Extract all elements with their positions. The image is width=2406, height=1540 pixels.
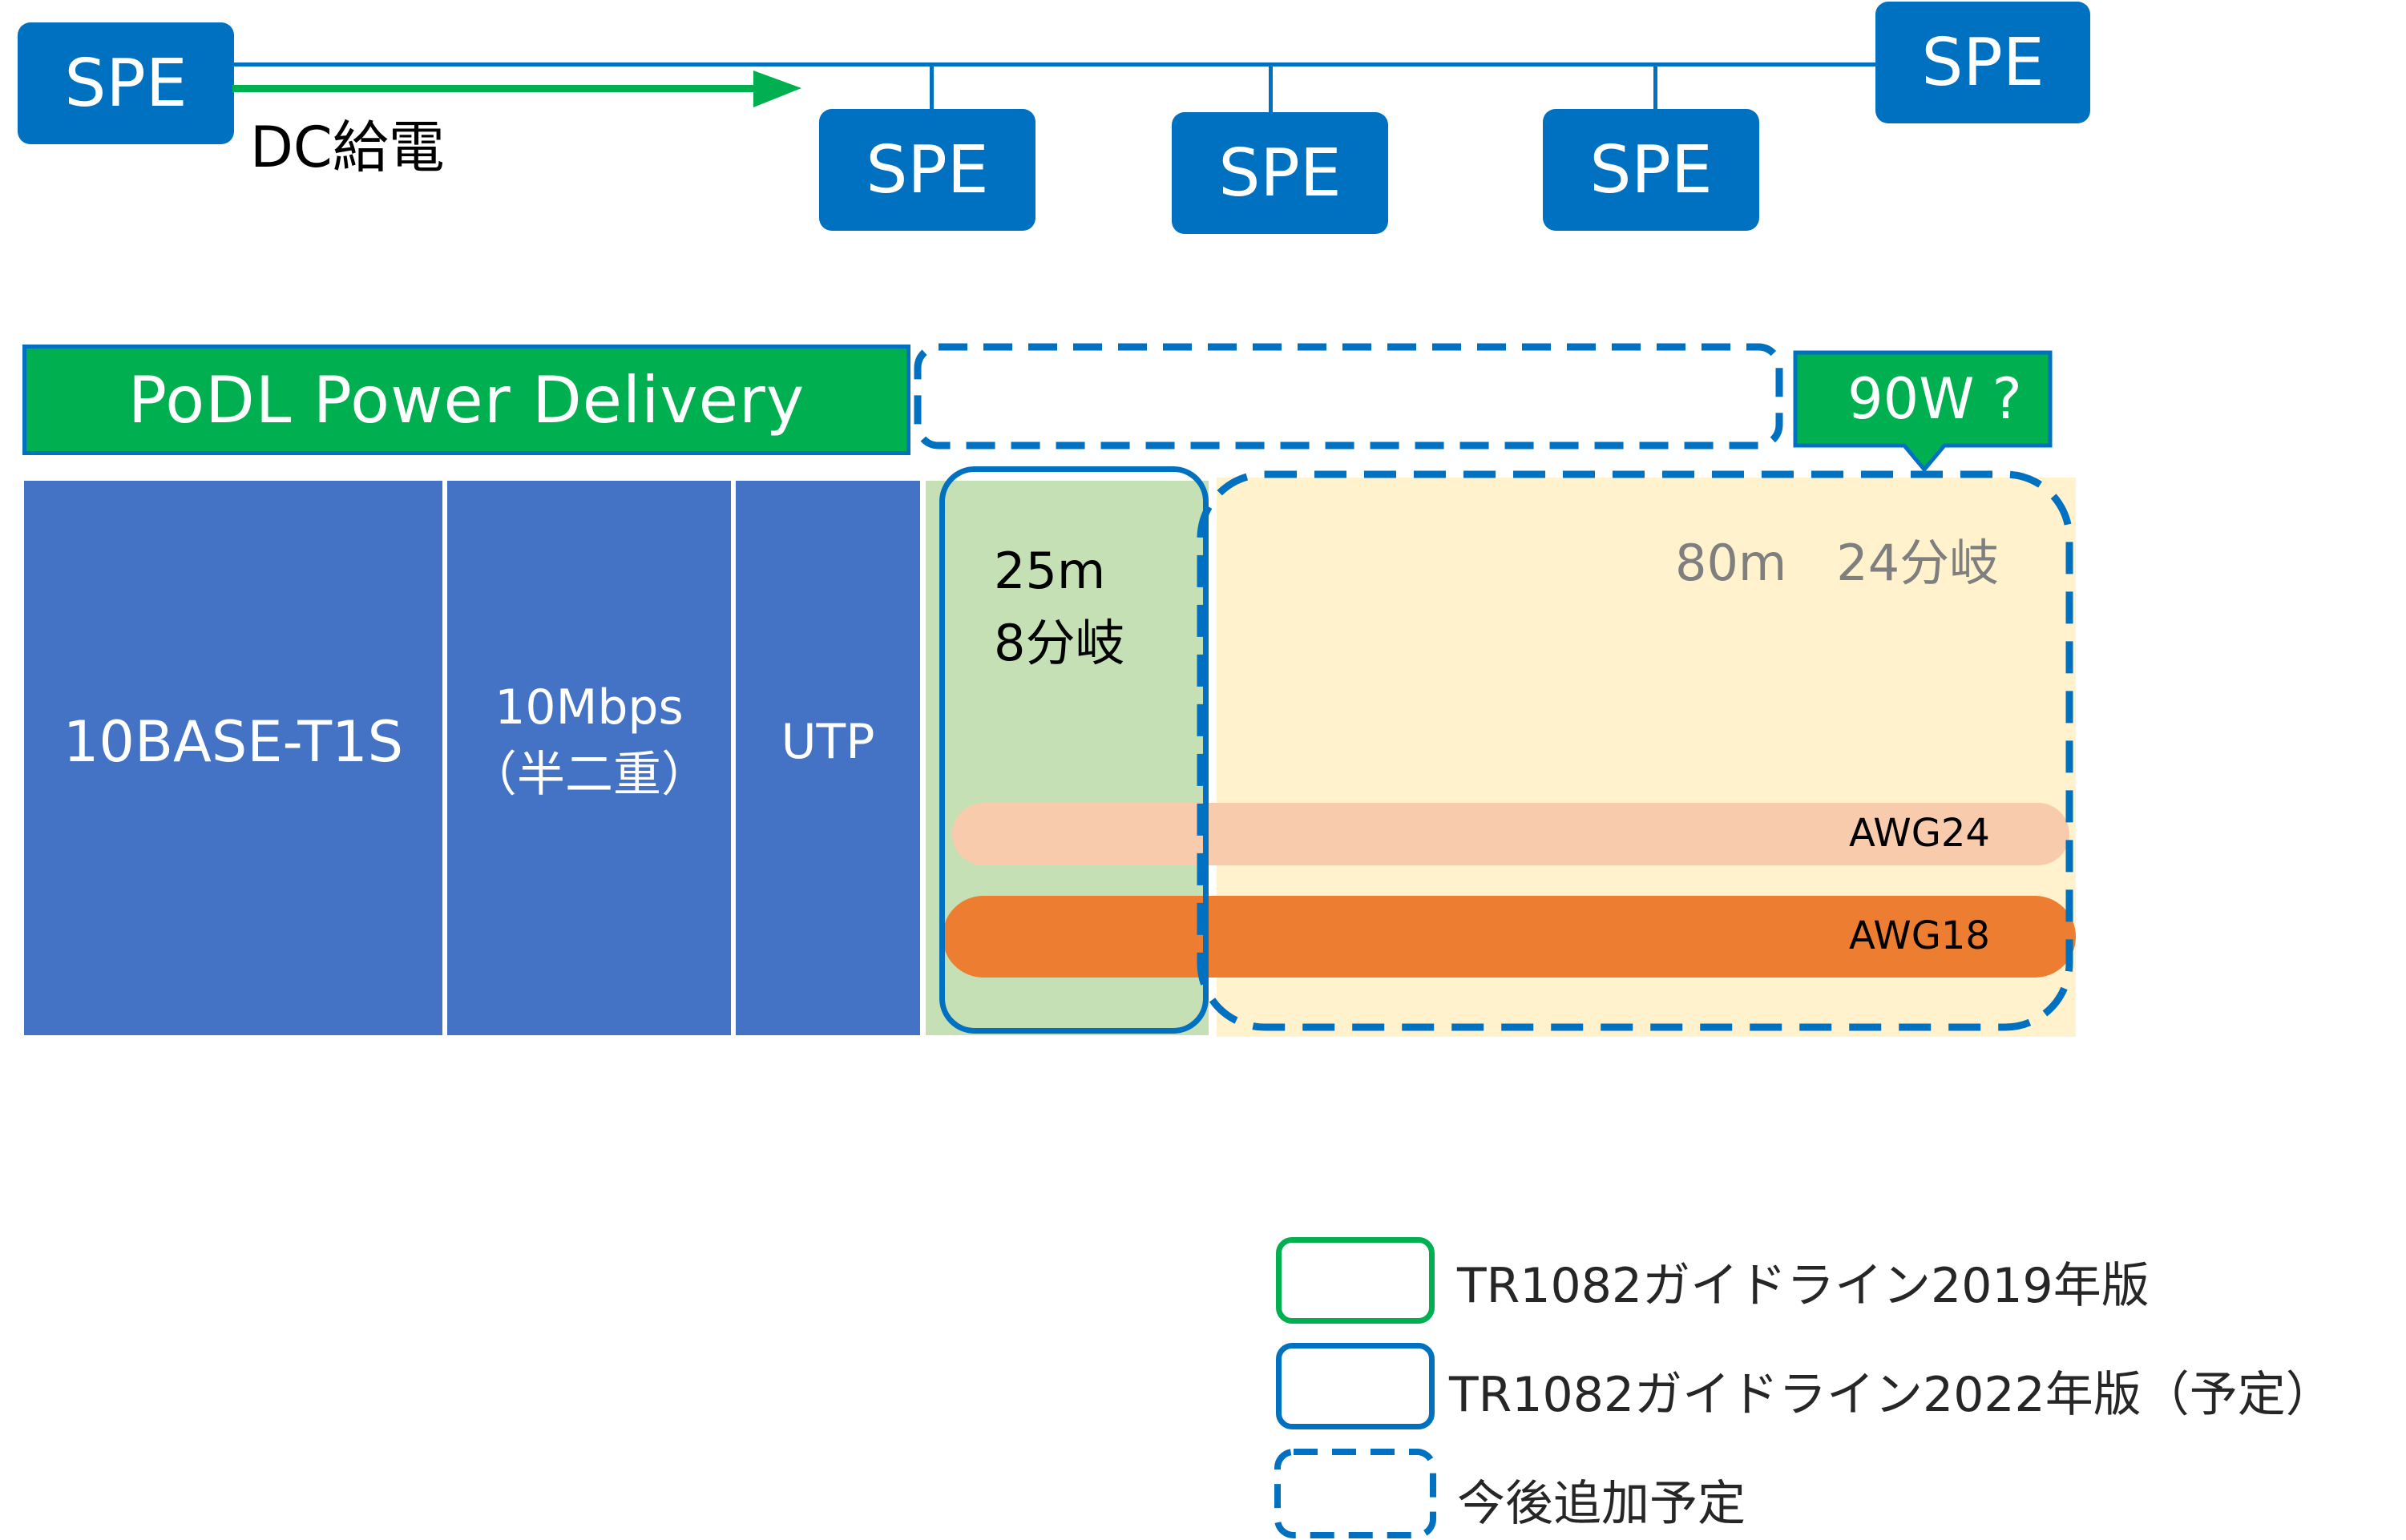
spe-node-end: SPE: [1875, 2, 2090, 123]
spe-node-1: SPE: [819, 109, 1035, 231]
range-2022-outline: [939, 466, 1209, 1034]
podl-90w-label: 90W ?: [1847, 366, 2022, 432]
legend-swatch-future: [1274, 1449, 1436, 1538]
podl-90w-callout-shape: [1793, 350, 2053, 473]
range-future-dashed-outline: [1197, 470, 2073, 1031]
legend-label-2022: TR1082ガイドライン2022年版（予定）: [1449, 1367, 2334, 1423]
awg18-label: AWG18: [1849, 913, 1990, 958]
podl-future-dashed: [914, 343, 1783, 450]
range-future-label: 80m 24分岐: [1675, 534, 2000, 592]
cell-speed: 10Mbps （半二重）: [447, 481, 731, 1035]
spe-node-3: SPE: [1543, 109, 1759, 231]
cell-speed-line1: 10Mbps: [495, 679, 684, 736]
legend-swatch-2019: [1276, 1237, 1435, 1324]
legend-swatch-2022: [1276, 1343, 1435, 1429]
dc-power-label: DC給電: [250, 115, 445, 180]
cell-speed-line2: （半二重）: [469, 746, 709, 803]
spe-node-2: SPE: [1172, 112, 1388, 234]
cell-cable-text: UTP: [781, 714, 875, 770]
legend-label-future: 今後追加予定: [1457, 1476, 1746, 1532]
awg24-label: AWG24: [1849, 811, 1990, 856]
bus-drop-1: [930, 62, 934, 111]
cell-standard: 10BASE-T1S: [24, 481, 442, 1035]
cell-cable: UTP: [736, 481, 920, 1035]
awg18-bar: [943, 896, 2076, 978]
bus-drop-2: [1269, 62, 1273, 115]
bus-line: [224, 62, 1924, 67]
spe-node-source: SPE: [18, 22, 234, 144]
legend-label-2019: TR1082ガイドライン2019年版: [1457, 1258, 2150, 1314]
range-2022-branches: 8分岐: [994, 614, 1125, 672]
awg24-bar: [952, 803, 2069, 865]
dc-power-arrow: [232, 71, 801, 107]
cell-standard-text: 10BASE-T1S: [63, 709, 404, 775]
podl-banner: PoDL Power Delivery: [22, 345, 910, 455]
bus-drop-3: [1653, 62, 1657, 111]
podl-title: PoDL Power Delivery: [127, 362, 805, 437]
range-2022-length: 25m: [994, 542, 1106, 600]
